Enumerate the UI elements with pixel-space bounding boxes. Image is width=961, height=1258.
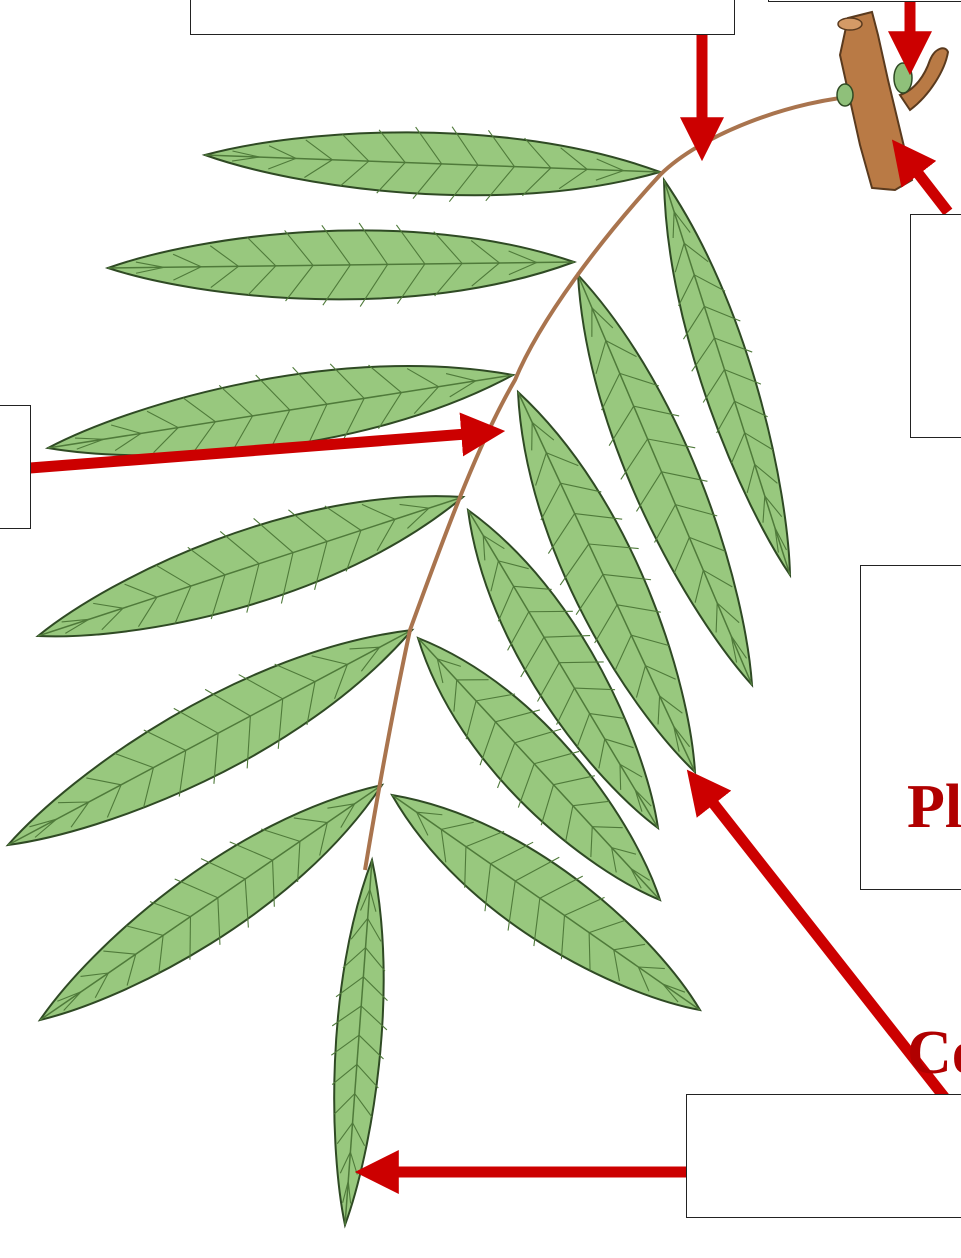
twig-icon	[837, 12, 948, 190]
title-line-1: Pl	[907, 766, 961, 848]
leaflet-left-3	[48, 364, 513, 456]
title-line-2: Co	[907, 1012, 961, 1094]
leaflet-left-1	[205, 127, 660, 202]
lateral-bud-icon	[837, 84, 853, 106]
title-box: Pl Co	[860, 565, 961, 890]
leaflet-left-4	[38, 496, 463, 636]
bud-icon	[894, 63, 912, 93]
top-right-label-box[interactable]	[768, 0, 961, 2]
title-text: Pl Co	[907, 602, 961, 1258]
leaflet-left-2	[108, 223, 574, 307]
top-label-box[interactable]	[190, 0, 735, 35]
right-upper-label-box[interactable]	[910, 214, 961, 438]
leaflet-right-6	[392, 795, 700, 1010]
left-label-box[interactable]	[0, 405, 31, 529]
